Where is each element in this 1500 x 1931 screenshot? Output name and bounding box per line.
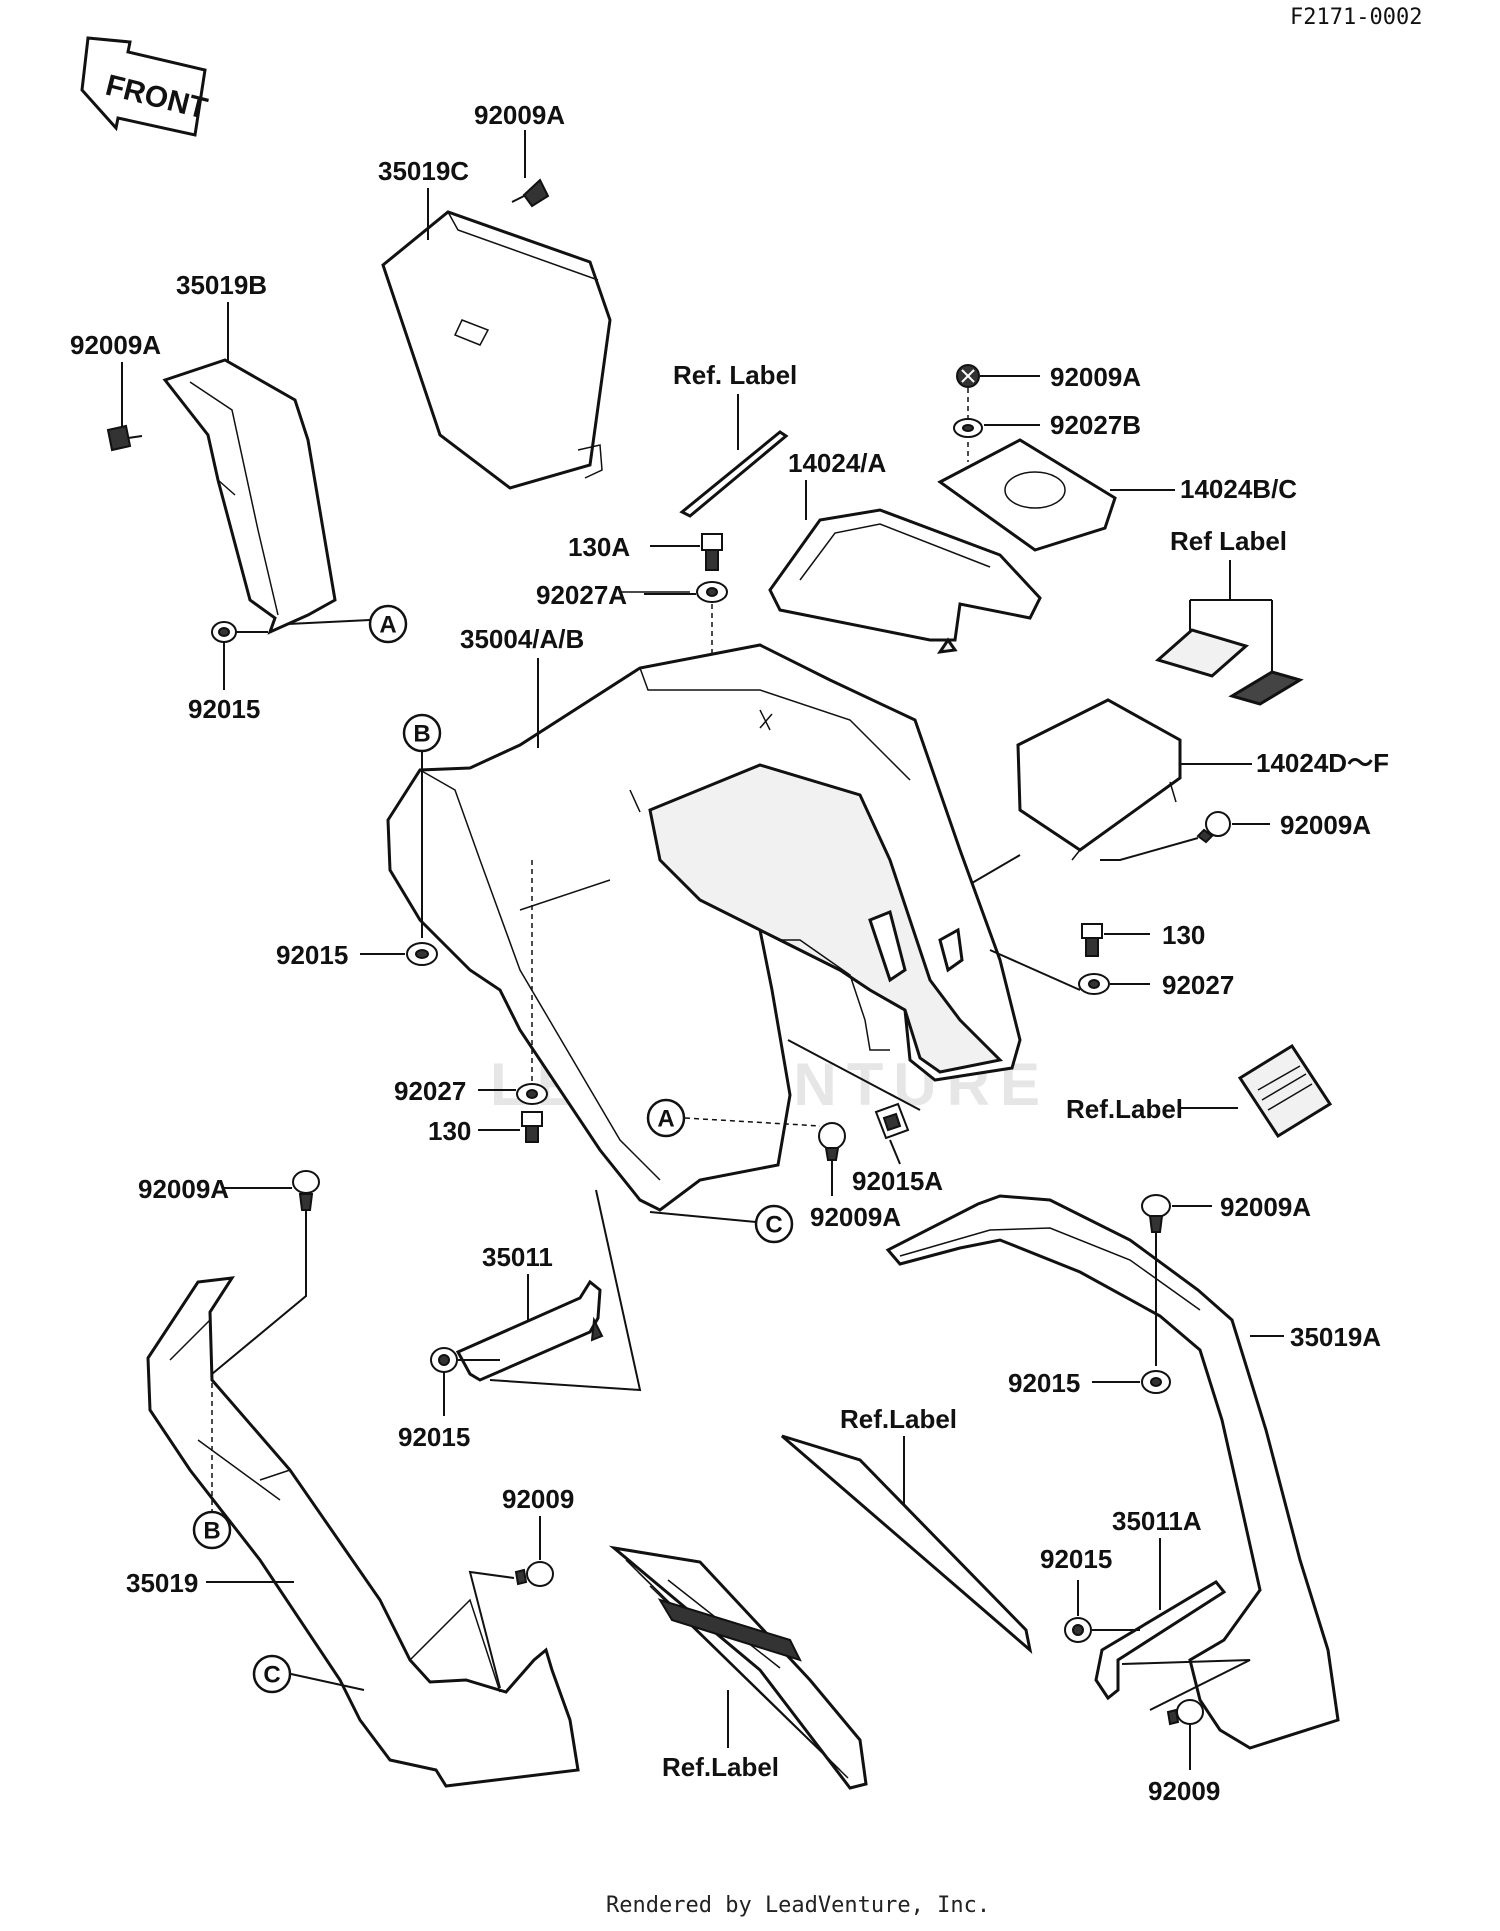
callout-C-lower-letter: C [263,1662,280,1689]
bolt-92009A-lower-right-icon [1141,1194,1171,1233]
nut-92015-left-icon [211,621,237,643]
callout-B-upper [402,713,442,753]
ref-label-sticker-b [1228,670,1304,706]
ref-label-sheet [781,1434,1033,1654]
label-92015-lower-left: 92015 [398,1422,470,1452]
label-92009A-lower-left: 92009A [138,1174,229,1204]
label-ref-label-right: Ref Label [1170,526,1287,556]
callout-B-lower [192,1510,232,1550]
nut-92015A-icon [874,1102,910,1140]
callout-C-upper [754,1204,794,1244]
label-92015A: 92015A [852,1166,943,1196]
label-92009A-r1: 92009A [1050,362,1141,392]
bolt-92009-lower-icon [514,1561,554,1587]
ref-label-strip [679,430,789,518]
label-35004AB: 35004/A/B [460,624,584,654]
label-130A: 130A [568,532,630,562]
ref-label-striped [608,1545,868,1790]
bolt-130-r-icon [1081,923,1103,957]
callout-C-lower [252,1654,292,1694]
washer-92027B-icon [953,418,983,438]
front-arrow-icon: FRONT [80,36,211,137]
label-92009-bottom-right: 92009 [1148,1776,1220,1806]
callout-A-upper [368,604,408,644]
diagram-id: F2171-0002 [1290,5,1422,30]
nut-92015-r3-icon [1064,1617,1092,1643]
bolt-92009-bottom-right-icon [1166,1699,1204,1726]
label-92009A-lower-right: 92009A [1220,1192,1311,1222]
bolt-130-mid-icon [521,1111,543,1143]
bolt-92009A-lower-left-icon [292,1170,320,1211]
nut-92015-mid-icon [406,942,438,966]
label-35019C: 35019C [378,156,469,186]
label-92015-lower-right: 92015 [1008,1368,1080,1398]
ref-label-square [1237,1043,1333,1139]
label-14024DF: 14024D～F [1256,748,1389,778]
bolt-92009A-center-icon [818,1122,846,1161]
label-14024A: 14024/A [788,448,887,478]
callout-B-lower-letter: B [203,1518,220,1545]
callout-B-upper-letter: B [413,721,430,748]
label-35019: 35019 [126,1568,198,1598]
footer-credit: Rendered by LeadVenture, Inc. [606,1893,990,1918]
bolt-92009A-r2-icon [1196,811,1231,844]
label-92009A-r2: 92009A [1280,810,1371,840]
label-35019A: 35019A [1290,1322,1381,1352]
label-35019B: 35019B [176,270,267,300]
nut-92015-lower-right-icon [1141,1370,1171,1394]
label-ref-label-bottom: Ref.Label [662,1752,779,1782]
screw-92009A-r1-icon [956,364,980,388]
callout-A-lower-letter: A [657,1106,674,1133]
label-35011: 35011 [482,1242,553,1272]
washer-92027A-icon [696,581,728,603]
label-92015-left: 92015 [188,694,260,724]
part-14024DF-box [1016,698,1182,861]
label-92009A-left: 92009A [70,330,161,360]
label-92027-r: 92027 [1162,970,1234,1000]
label-92027-mid: 92027 [394,1076,466,1106]
part-14024A-frame [768,508,1042,654]
part-35011-bracket [455,1279,604,1382]
part-35019C-cover [381,210,612,490]
label-130-r: 130 [1162,920,1205,950]
label-92015-r3: 92015 [1040,1544,1112,1574]
label-92015-mid: 92015 [276,940,348,970]
label-ref-label-top: Ref. Label [673,360,797,390]
bolt-130A-icon [701,533,723,571]
part-35004-fender [386,591,1022,1212]
part-35019A-flap [885,1194,1340,1750]
callout-C-upper-letter: C [765,1212,782,1239]
bolt-92009A-left-icon [106,424,143,452]
part-14024BC-plate [937,438,1117,552]
nut-92015-lower-left-icon [430,1347,458,1373]
part-35019-flap [146,1276,580,1788]
washer-92027-r-icon [1078,973,1110,995]
bolt-92009A-top-icon [511,178,550,208]
label-14024BC: 14024B/C [1180,474,1297,504]
callout-A-lower [646,1098,686,1138]
label-92027A: 92027A [536,580,627,610]
label-ref-label-lower: Ref.Label [840,1404,957,1434]
part-35019B-guard [162,358,337,635]
label-130-mid: 130 [428,1116,471,1146]
label-92009-lower: 92009 [502,1484,574,1514]
label-35011A: 35011A [1112,1506,1202,1536]
label-92009A-center: 92009A [810,1202,901,1232]
callout-A-upper-letter: A [379,612,396,639]
ref-label-sticker-a [1154,628,1250,678]
label-92009A-top: 92009A [474,100,565,130]
part-35011A-bracket [1094,1580,1227,1701]
washer-92027-mid-icon [516,1083,548,1105]
label-ref-label-mid-right: Ref.Label [1066,1094,1183,1124]
label-92027B: 92027B [1050,410,1141,440]
